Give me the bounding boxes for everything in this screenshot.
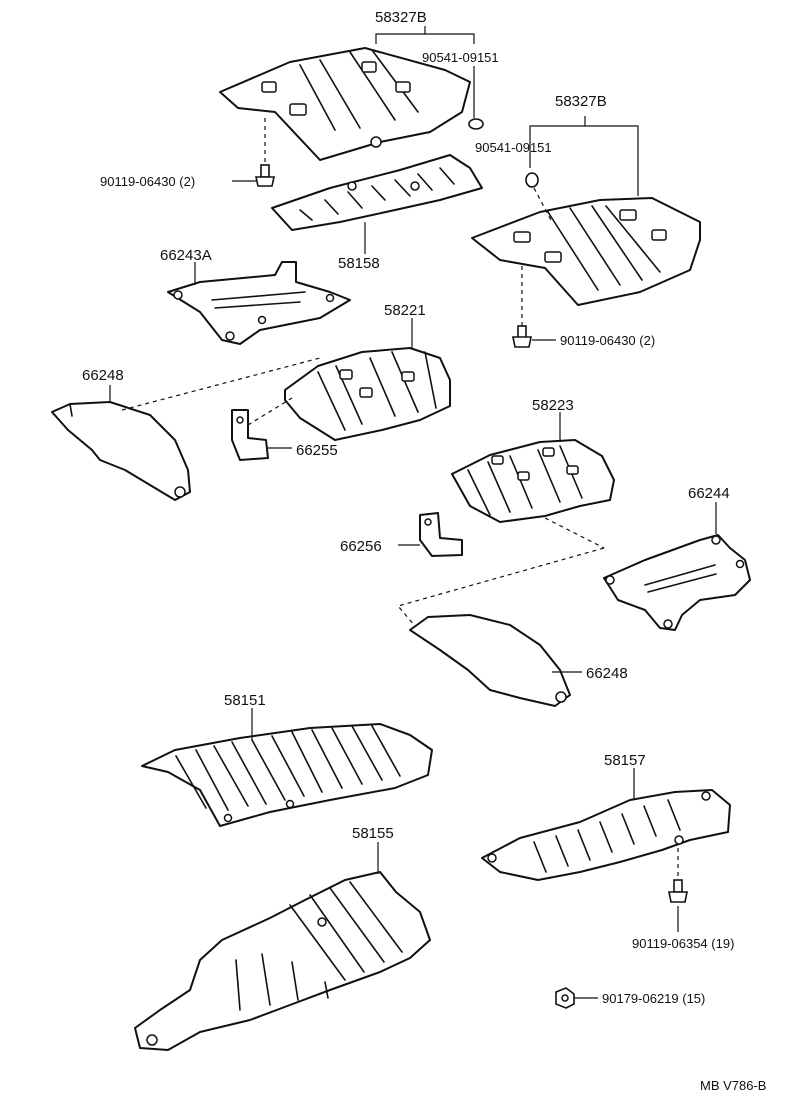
bolt-90119-06354[interactable] (668, 879, 688, 903)
label-58157: 58157 (604, 752, 646, 769)
part-58327b-right[interactable] (471, 197, 701, 306)
label-90541-09151-right: 90541-09151 (475, 140, 552, 155)
label-58327b-right: 58327B (555, 93, 607, 110)
clip-90541-right[interactable] (525, 172, 539, 188)
part-58158[interactable] (271, 154, 483, 231)
part-66248-right[interactable] (409, 614, 571, 707)
diagram-code: MB V786-B (700, 1078, 766, 1093)
label-66244: 66244 (688, 485, 730, 502)
label-58158: 58158 (338, 255, 380, 272)
label-58155: 58155 (352, 825, 394, 842)
part-58157[interactable] (481, 789, 731, 881)
clip-90541-top[interactable] (468, 118, 484, 130)
part-58155[interactable] (134, 871, 431, 1051)
label-90541-09151-top: 90541-09151 (422, 50, 499, 65)
part-58223[interactable] (451, 439, 615, 523)
label-58221: 58221 (384, 302, 426, 319)
label-66248-right: 66248 (586, 665, 628, 682)
label-90119-06354: 90119-06354 (19) (632, 936, 734, 951)
label-66256: 66256 (340, 538, 382, 555)
label-58223: 58223 (532, 397, 574, 414)
label-90179-06219: 90179-06219 (15) (602, 991, 705, 1006)
label-66255: 66255 (296, 442, 338, 459)
label-90119-06430-left: 90119-06430 (2) (100, 174, 195, 189)
part-66255[interactable] (231, 409, 269, 461)
nut-90179-06219[interactable] (555, 987, 575, 1009)
part-66243a[interactable] (167, 261, 351, 345)
label-66248-left: 66248 (82, 367, 124, 384)
label-58327b-top: 58327B (375, 9, 427, 26)
part-66256[interactable] (419, 512, 463, 557)
part-58221[interactable] (284, 347, 451, 441)
part-66248-left[interactable] (51, 401, 191, 501)
label-66243a: 66243A (160, 247, 212, 264)
part-58151[interactable] (141, 723, 433, 827)
bolt-90119-06430-right[interactable] (512, 325, 532, 348)
part-58327b-top[interactable] (219, 47, 471, 161)
part-66244[interactable] (603, 534, 751, 631)
label-90119-06430-right: 90119-06430 (2) (560, 333, 655, 348)
label-58151: 58151 (224, 692, 266, 709)
bolt-90119-06430-left[interactable] (255, 164, 275, 187)
